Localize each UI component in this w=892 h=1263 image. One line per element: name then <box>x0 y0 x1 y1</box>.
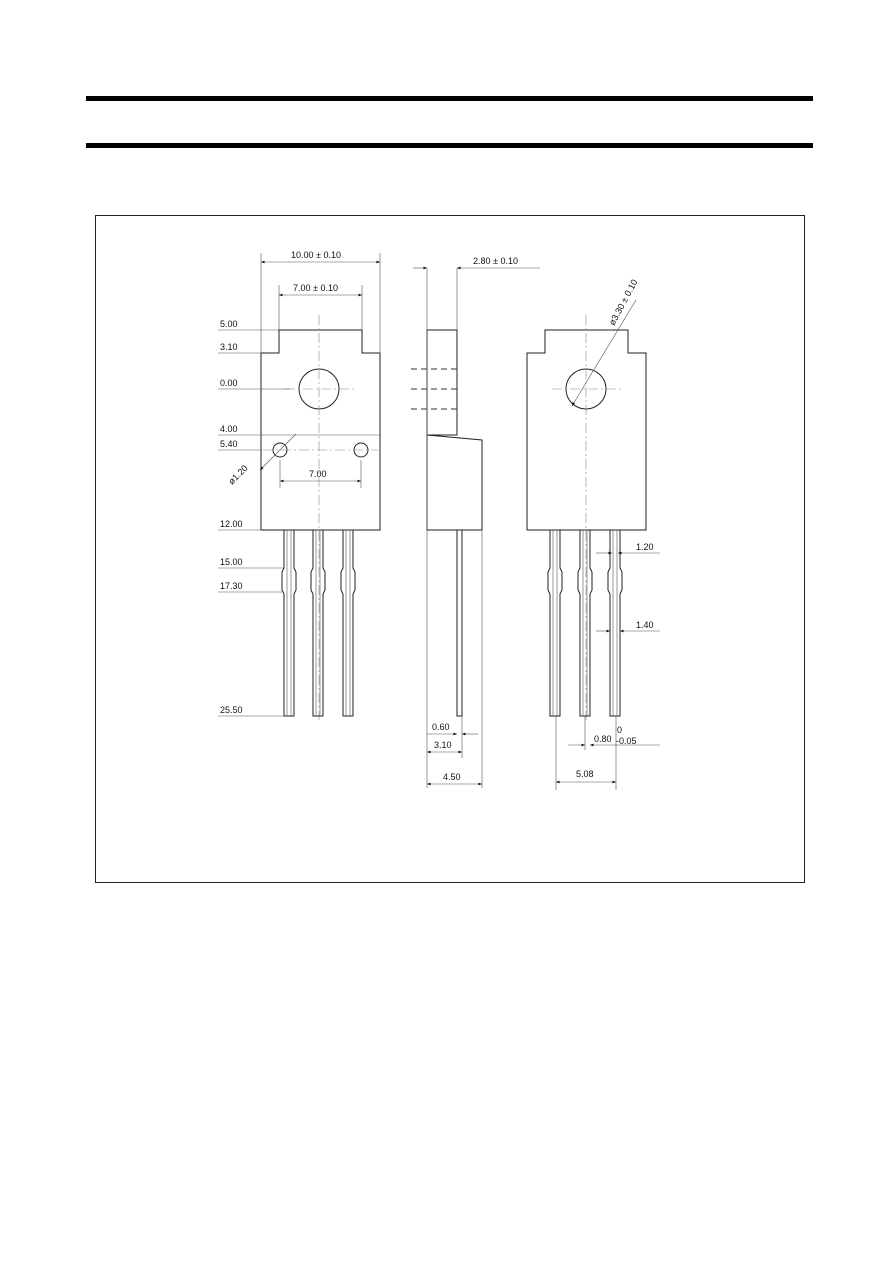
dim-lead-thickness: 0.60 <box>432 722 450 732</box>
dim-small-hole-dia: ø1.20 <box>226 463 249 486</box>
dim-hole-spacing: 7.00 <box>309 469 327 479</box>
level-label: 0.00 <box>220 378 238 388</box>
level-label: 4.00 <box>220 424 238 434</box>
dim-thickness-top: 2.80 ± 0.10 <box>473 256 518 266</box>
level-label: 3.10 <box>220 342 238 352</box>
drawing-frame <box>95 215 805 883</box>
dim-lead-width-bottom: 1.40 <box>636 620 654 630</box>
level-label: 25.50 <box>220 705 243 715</box>
dim-lead-tol-upper: 0 <box>617 725 622 735</box>
leads-back <box>547 530 623 717</box>
lead-side <box>456 530 463 717</box>
dim-pitch: 5.08 <box>576 769 594 779</box>
level-label: 15.00 <box>220 557 243 567</box>
level-label: 5.40 <box>220 439 238 449</box>
dim-lead-tol-lower: -0.05 <box>616 736 637 746</box>
dim-width-overall: 10.00 ± 0.10 <box>291 250 341 260</box>
leads-front <box>281 530 356 717</box>
dim-offset: 3.10 <box>434 740 452 750</box>
header-rule-bottom <box>86 143 813 148</box>
level-label: 12.00 <box>220 519 243 529</box>
front-view: 10.00 ± 0.10 7.00 ± 0.10 7.00 ø1.20 5.00… <box>218 250 381 720</box>
side-view: 2.80 ± 0.10 0.60 3.10 4.50 <box>411 256 540 788</box>
back-view: ø3.30 ± 0.10 1.20 1.40 0.80 0 -0.05 5.08 <box>526 278 660 790</box>
dim-lead-width: 0.80 <box>594 734 612 744</box>
level-label: 17.30 <box>220 581 243 591</box>
header-rule-top <box>86 96 813 101</box>
level-label: 5.00 <box>220 319 238 329</box>
dim-body-thickness: 4.50 <box>443 772 461 782</box>
dim-width-inner: 7.00 ± 0.10 <box>293 283 338 293</box>
dim-lead-width-top: 1.20 <box>636 542 654 552</box>
